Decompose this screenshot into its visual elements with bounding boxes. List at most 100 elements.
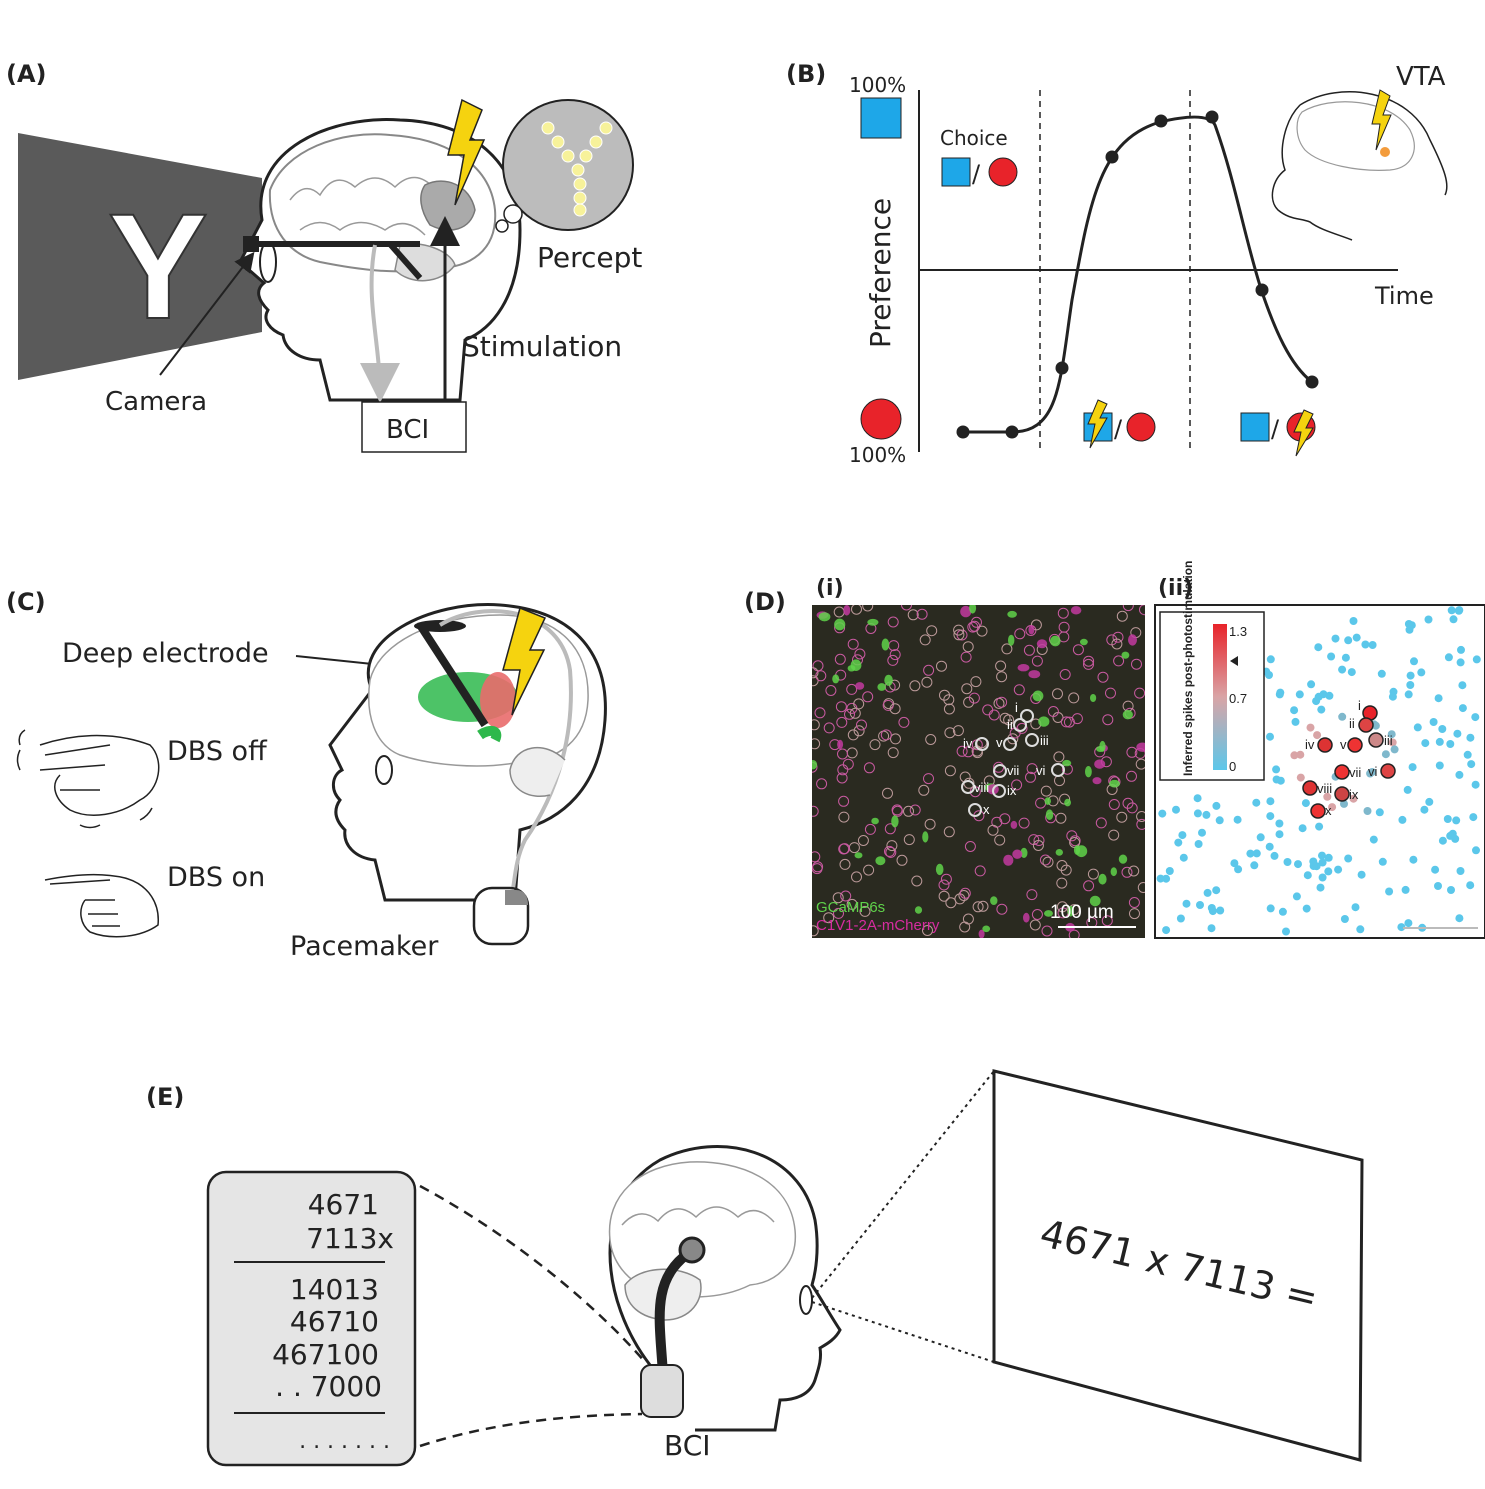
microscopy-image [812,605,1145,938]
cell-ring [812,925,819,937]
map-cell [1388,692,1397,701]
panel-d-label: (D) [744,588,786,616]
cell-ring [1026,763,1038,775]
circle-icon [1126,412,1156,442]
cell-ring [923,773,934,785]
map-cell [1234,865,1243,874]
cell-ring [1101,915,1113,927]
cell-ring [889,703,901,715]
cell-ring [1023,644,1035,656]
cell-ring [996,696,1008,708]
lightning-icon [1293,409,1314,457]
svg-text:x: x [1325,803,1332,818]
calc-line: 4671 [308,1188,379,1221]
map-cell [1356,925,1365,934]
preference-curve [963,115,1313,434]
map-cell [1302,904,1311,913]
cell-ring [1014,628,1026,640]
map-cell [1378,857,1387,866]
cell-ring [863,864,875,876]
map-cell [1363,807,1372,815]
map-cell [1196,901,1204,909]
map-cell [1404,919,1413,928]
map-cell [1438,725,1447,733]
map-cell [1174,838,1183,847]
svg-text:i: i [1015,700,1018,715]
cell-ring [896,854,908,866]
cell-ring [812,805,819,817]
map-cell [1182,899,1191,908]
map-cell [1314,643,1323,652]
cell-body [922,831,929,843]
map-cell [1347,668,1356,677]
cell-ring [944,727,956,739]
cell-body [1008,634,1015,646]
eye [259,241,277,283]
cell-body [982,925,991,933]
cell-ring [854,648,866,660]
cell-body [812,760,818,770]
cell-ring [834,653,846,665]
cell-ring [812,667,819,679]
svg-text:ii: ii [1007,717,1013,732]
map-cell [1215,816,1224,825]
lead-wire [438,609,573,896]
cell-ring [911,875,923,887]
map-cell [1230,859,1239,868]
monkey-head [1271,91,1448,241]
panel-b: (B) 100% 100% Preference Time Choice / /… [786,60,1448,467]
map-cell [1193,794,1202,803]
cell-ring [925,734,937,745]
camera-lens [243,236,259,252]
map-cell [1466,733,1475,742]
cell-body [1096,746,1105,752]
calc-line: . . . . . . . [299,1429,390,1454]
bubble-dot [503,204,523,224]
cell-ring [999,712,1011,724]
cell-ring [880,729,892,741]
map-cell [1162,926,1171,935]
cell-ring [1060,864,1072,876]
cell-body [978,929,985,938]
cell-ring [1126,746,1138,758]
cell-ring [1071,713,1083,725]
cell-body [1038,716,1050,727]
cell-ring [851,871,862,883]
map-cell [1458,681,1467,690]
cell-ring [968,692,980,704]
choice-label: Choice [940,126,1008,150]
map-cell [1401,885,1410,894]
map-cell [1328,803,1337,812]
cell-ring [1116,811,1128,823]
cell-ring [1066,830,1078,842]
calc-line: 7113x [306,1222,394,1255]
cell-ring [1057,607,1069,619]
display-screen [992,1069,1364,1462]
map-cell [1212,801,1221,810]
map-cell [1369,835,1378,844]
map-cell [1420,805,1429,814]
cell-ring [909,804,921,816]
cell-body [1089,895,1101,907]
dbs-off-label: DBS off [167,736,268,767]
map-cell [1272,765,1281,774]
map-cell [1455,606,1464,615]
cell-ring [886,840,898,852]
map-cell [1313,731,1322,740]
map-cell [1361,640,1370,649]
map-cell [1344,854,1353,863]
map-cell [1349,617,1358,625]
cell-body [1050,635,1061,647]
cell-ring [1040,785,1052,797]
map-cell [1403,785,1412,794]
monkey-brain [1296,101,1415,171]
cell-ring [926,625,938,637]
cell-ring [960,651,972,663]
tremor-hand [16,729,160,829]
map-cell [1385,887,1394,896]
map-cell [1266,655,1275,664]
map-cell [1316,883,1325,892]
cell-ring [851,605,862,615]
map-cell [1452,816,1461,825]
